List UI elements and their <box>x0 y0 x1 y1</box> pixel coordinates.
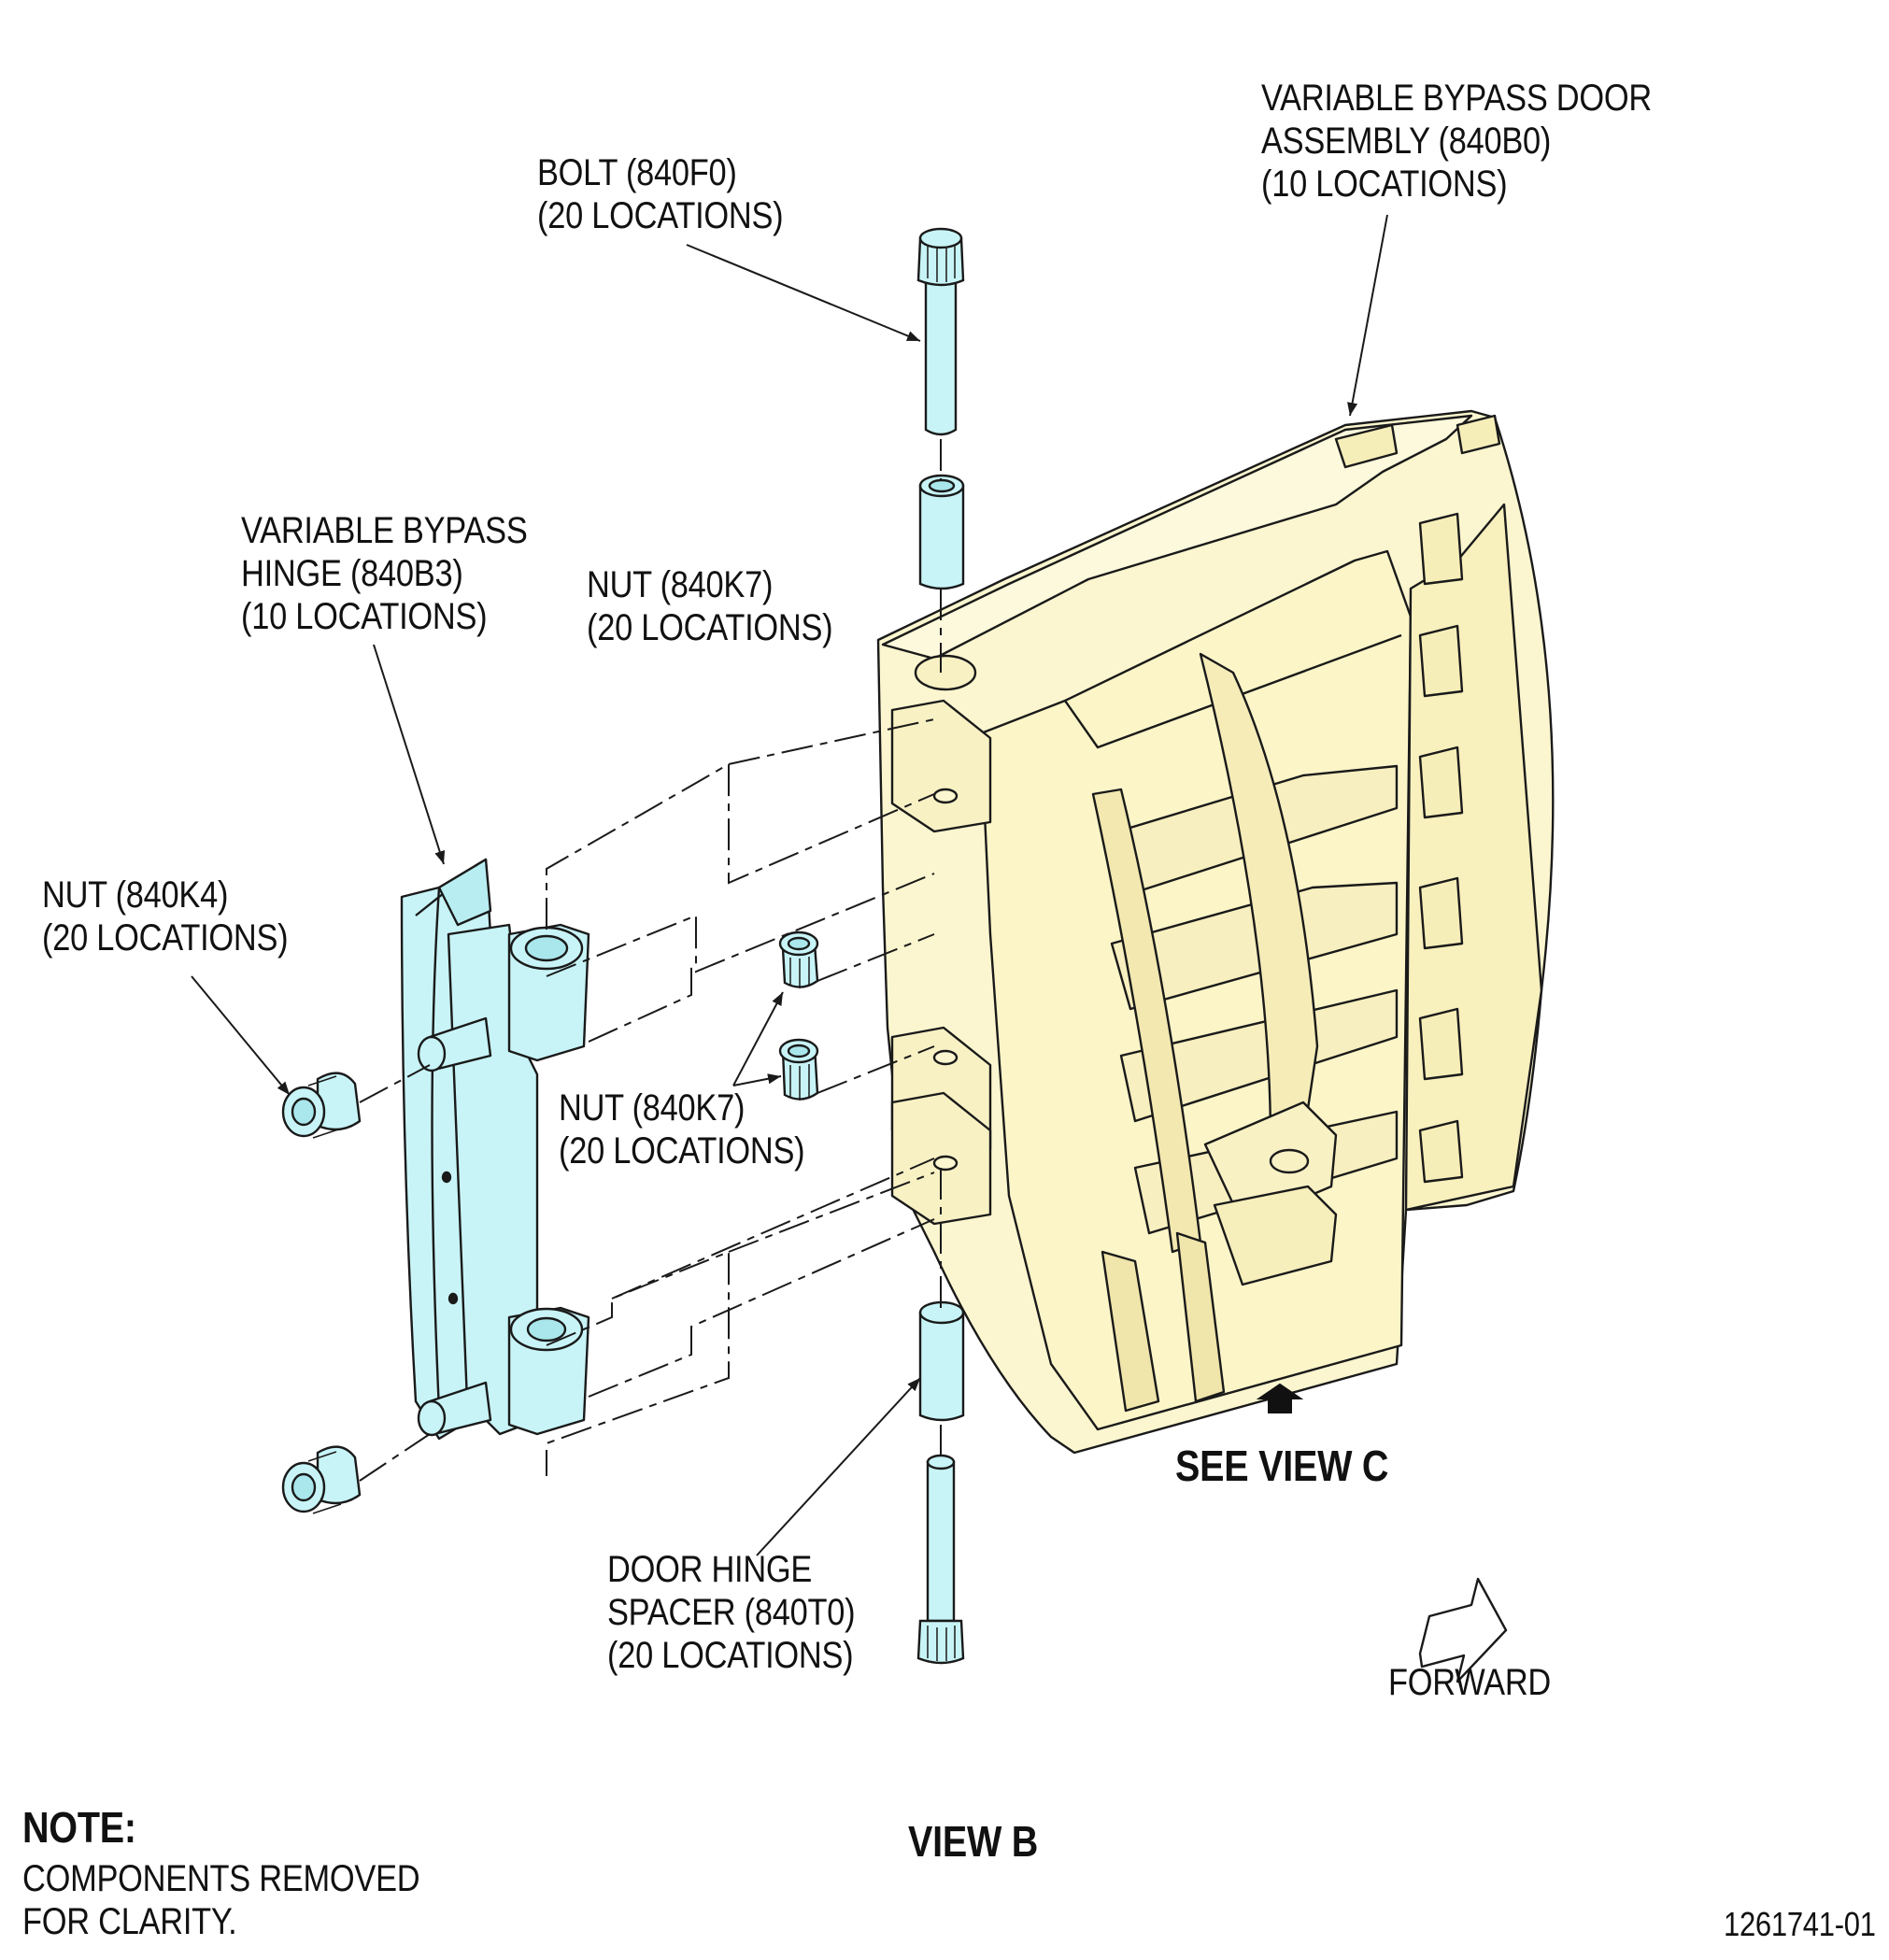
variable-bypass-hinge <box>400 858 590 1441</box>
see-view-arrow-icon <box>1256 1383 1304 1413</box>
figure-id: 1261741-01 <box>1724 1905 1876 1943</box>
leader-lines <box>191 214 1388 1556</box>
label-nut-k7-mid: NUT (840K7) (20 LOCATIONS) <box>559 1087 805 1172</box>
view-title: VIEW B <box>908 1817 1039 1866</box>
nut-840k4-lower <box>281 1445 362 1514</box>
assembly-centerlines <box>359 439 942 1482</box>
label-hinge: VARIABLE BYPASS HINGE (840B3) (10 LOCATI… <box>241 510 528 637</box>
forward-arrow-icon <box>1418 1577 1508 1683</box>
label-nut-k4: NUT (840K4) (20 LOCATIONS) <box>42 874 289 959</box>
label-bolt: BOLT (840F0) (20 LOCATIONS) <box>537 152 784 236</box>
nut-840k7-lower <box>778 1038 819 1101</box>
note-title: NOTE: <box>22 1803 136 1852</box>
label-forward: FORWARD <box>1388 1662 1552 1703</box>
label-spacer: DOOR HINGE SPACER (840T0) (20 LOCATIONS) <box>607 1549 856 1676</box>
bolt-840f0-bottom <box>916 1454 965 1665</box>
nut-840k4-upper <box>281 1072 362 1139</box>
variable-bypass-door-assembly <box>876 409 1555 1455</box>
nut-840k7-upper <box>778 930 819 988</box>
bolt-840f0-top <box>916 227 965 436</box>
label-door-assembly: VARIABLE BYPASS DOOR ASSEMBLY (840B0) (1… <box>1261 78 1652 205</box>
label-see-view-c: SEE VIEW C <box>1175 1442 1389 1490</box>
label-nut-k7-top: NUT (840K7) (20 LOCATIONS) <box>587 564 833 648</box>
door-hinge-spacer-bottom <box>918 1300 965 1422</box>
door-hinge-spacer-top <box>918 474 965 590</box>
note-text: COMPONENTS REMOVED FOR CLARITY. <box>22 1858 420 1942</box>
